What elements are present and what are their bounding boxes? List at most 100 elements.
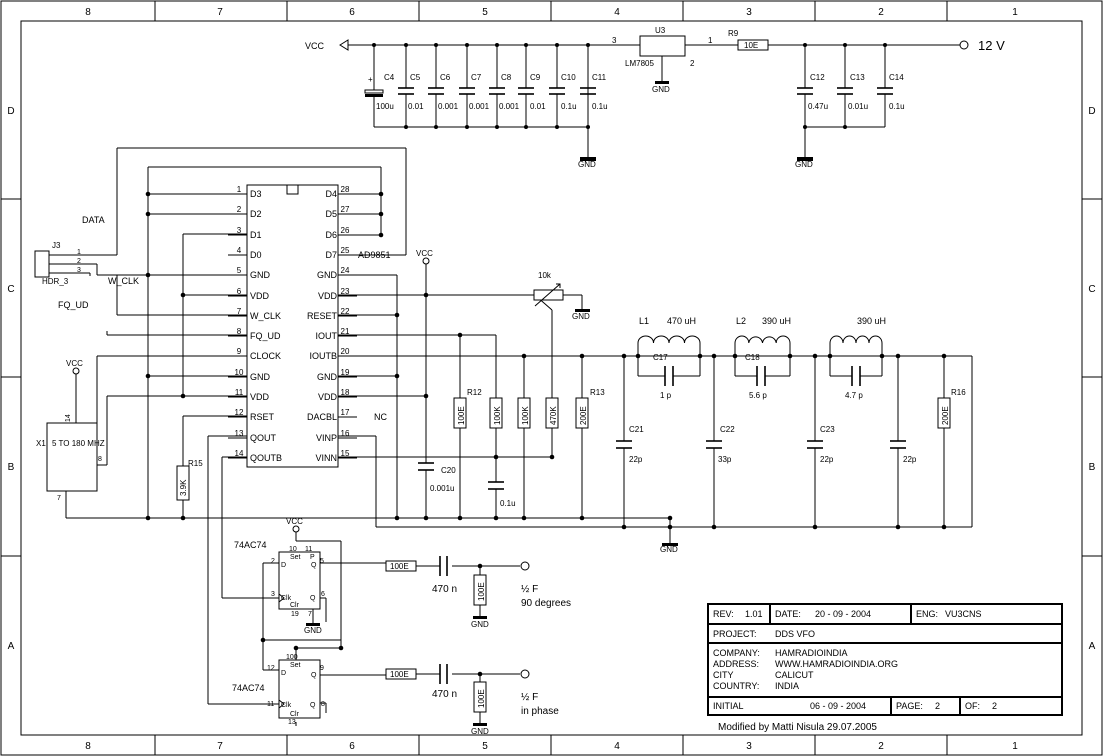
inductor-l3 bbox=[829, 335, 883, 356]
gnd-label: GND bbox=[795, 160, 813, 169]
potentiometer-10k bbox=[533, 289, 564, 301]
capacitor-bank-right: GND C12 C13 C14 0.47u 0.01u 0.1u bbox=[795, 43, 905, 169]
svg-text:0.47u: 0.47u bbox=[808, 102, 828, 111]
dds-pin-number: 17 bbox=[341, 408, 350, 417]
svg-text:22p: 22p bbox=[629, 455, 643, 464]
svg-text:12: 12 bbox=[267, 665, 275, 672]
output-in-phase: 100E 470 n 100E GND ½ F in phase bbox=[385, 664, 559, 736]
resistor-r16 bbox=[937, 397, 951, 429]
dds-pin-number: 26 bbox=[341, 226, 350, 235]
svg-text:470 n: 470 n bbox=[432, 689, 457, 700]
gnd-label: GND bbox=[578, 160, 596, 169]
output-terminal-icon bbox=[520, 669, 530, 679]
svg-text:L2: L2 bbox=[736, 316, 746, 326]
svg-text:22p: 22p bbox=[820, 455, 834, 464]
dds-pin-name: QOUTB bbox=[250, 453, 282, 463]
dds-right-pins: 28D427D526D625D724GND23VDD22RESET21IOUT2… bbox=[307, 185, 357, 463]
svg-text:0.1u: 0.1u bbox=[889, 102, 905, 111]
dds-pin-number: 8 bbox=[237, 327, 242, 336]
dds-pin-name: VDD bbox=[318, 291, 338, 301]
dds-pin-name: RSET bbox=[250, 412, 275, 422]
svg-text:DATE:: DATE: bbox=[775, 609, 801, 619]
row-label: C bbox=[1088, 284, 1095, 295]
svg-text:200E: 200E bbox=[579, 406, 588, 425]
dds-pin-number: 23 bbox=[341, 287, 350, 296]
row-label: A bbox=[8, 641, 15, 652]
svg-text:11: 11 bbox=[305, 546, 312, 553]
col-label: 1 bbox=[1012, 741, 1018, 752]
row-label: C bbox=[7, 284, 14, 295]
dds-pin-name: D7 bbox=[325, 250, 337, 260]
svg-text:in phase: in phase bbox=[521, 706, 559, 717]
vcc-terminal-icon bbox=[422, 257, 430, 265]
svg-text:ADDRESS:: ADDRESS: bbox=[713, 659, 759, 669]
svg-text:100K: 100K bbox=[493, 406, 502, 425]
svg-text:D: D bbox=[281, 562, 286, 569]
svg-text:9: 9 bbox=[320, 665, 324, 672]
vcc-label: VCC bbox=[305, 41, 325, 51]
col-label: 6 bbox=[349, 7, 355, 18]
col-label: 6 bbox=[349, 741, 355, 752]
vcc-terminal-icon bbox=[72, 367, 80, 375]
svg-text:19: 19 bbox=[291, 611, 299, 618]
dds-pin-name: FQ_UD bbox=[250, 331, 281, 341]
svg-text:14: 14 bbox=[65, 414, 72, 422]
resistor-r13 bbox=[575, 397, 589, 429]
dds-pin-name: D0 bbox=[250, 250, 262, 260]
gnd-label: GND bbox=[471, 620, 489, 629]
dds-pin-number: 16 bbox=[341, 429, 350, 438]
dds-pin-name: IOUT bbox=[316, 331, 338, 341]
svg-text:½ F: ½ F bbox=[521, 692, 538, 703]
dds-pin-number: 21 bbox=[341, 327, 350, 336]
lowpass-filter: L1 470 uH L2 390 uH 390 uH C17 1 p C18 5… bbox=[616, 316, 917, 464]
row-label: B bbox=[1089, 462, 1096, 473]
svg-text:C22: C22 bbox=[720, 425, 735, 434]
svg-text:VCC: VCC bbox=[416, 249, 433, 258]
svg-text:100K: 100K bbox=[521, 406, 530, 425]
svg-text:Q: Q bbox=[310, 702, 316, 709]
capacitor-bank-left: C5 C6 C7 C8 C9 C10 C11 0.01 0.001 0.001 … bbox=[372, 43, 608, 129]
svg-text:0.01: 0.01 bbox=[530, 102, 546, 111]
row-label: A bbox=[1089, 641, 1096, 652]
svg-text:PAGE:: PAGE: bbox=[896, 701, 923, 711]
svg-text:WWW.HAMRADIOINDIA.ORG: WWW.HAMRADIOINDIA.ORG bbox=[775, 659, 898, 669]
gnd-label: GND bbox=[572, 312, 590, 321]
dds-pin-name: D2 bbox=[250, 209, 262, 219]
power-supply: VCC U3 LM7805 2 3 1 R9 10E 12 V GND GND … bbox=[305, 26, 1005, 169]
dds-pin-name: D5 bbox=[325, 209, 337, 219]
dds-pin-name: RESET bbox=[307, 311, 338, 321]
svg-text:1: 1 bbox=[77, 249, 81, 256]
svg-text:COUNTRY:: COUNTRY: bbox=[713, 681, 759, 691]
svg-text:R15: R15 bbox=[188, 459, 203, 468]
svg-text:C17: C17 bbox=[653, 353, 668, 362]
col-label: 8 bbox=[85, 7, 91, 18]
dds-pin-name: IOUTB bbox=[309, 351, 337, 361]
svg-text:C6: C6 bbox=[440, 73, 451, 82]
regulator-pin: 1 bbox=[708, 36, 713, 45]
col-label: 3 bbox=[746, 7, 752, 18]
svg-text:100u: 100u bbox=[376, 102, 394, 111]
svg-text:0.1u: 0.1u bbox=[500, 499, 516, 508]
svg-text:100E: 100E bbox=[390, 670, 409, 679]
r9-ref: R9 bbox=[728, 29, 739, 38]
dds-pin-name: VDD bbox=[250, 291, 270, 301]
svg-text:C20: C20 bbox=[441, 466, 456, 475]
col-label: 4 bbox=[614, 741, 620, 752]
resistor-r15 bbox=[176, 465, 190, 501]
svg-text:2: 2 bbox=[992, 701, 997, 711]
dds-pin-name: CLOCK bbox=[250, 351, 281, 361]
svg-text:C8: C8 bbox=[501, 73, 512, 82]
svg-text:10k: 10k bbox=[538, 271, 552, 280]
dds-pin-number: 4 bbox=[237, 246, 242, 255]
svg-text:200E: 200E bbox=[941, 406, 950, 425]
svg-text:ENG:: ENG: bbox=[916, 609, 938, 619]
regulator-pin: 2 bbox=[690, 59, 695, 68]
dds-pin-number: 25 bbox=[341, 246, 350, 255]
row-label: B bbox=[8, 462, 15, 473]
svg-text:VU3CNS: VU3CNS bbox=[945, 609, 982, 619]
svg-text:R13: R13 bbox=[590, 388, 605, 397]
svg-text:0.001: 0.001 bbox=[469, 102, 490, 111]
svg-text:33p: 33p bbox=[718, 455, 732, 464]
svg-text:0.1u: 0.1u bbox=[592, 102, 608, 111]
